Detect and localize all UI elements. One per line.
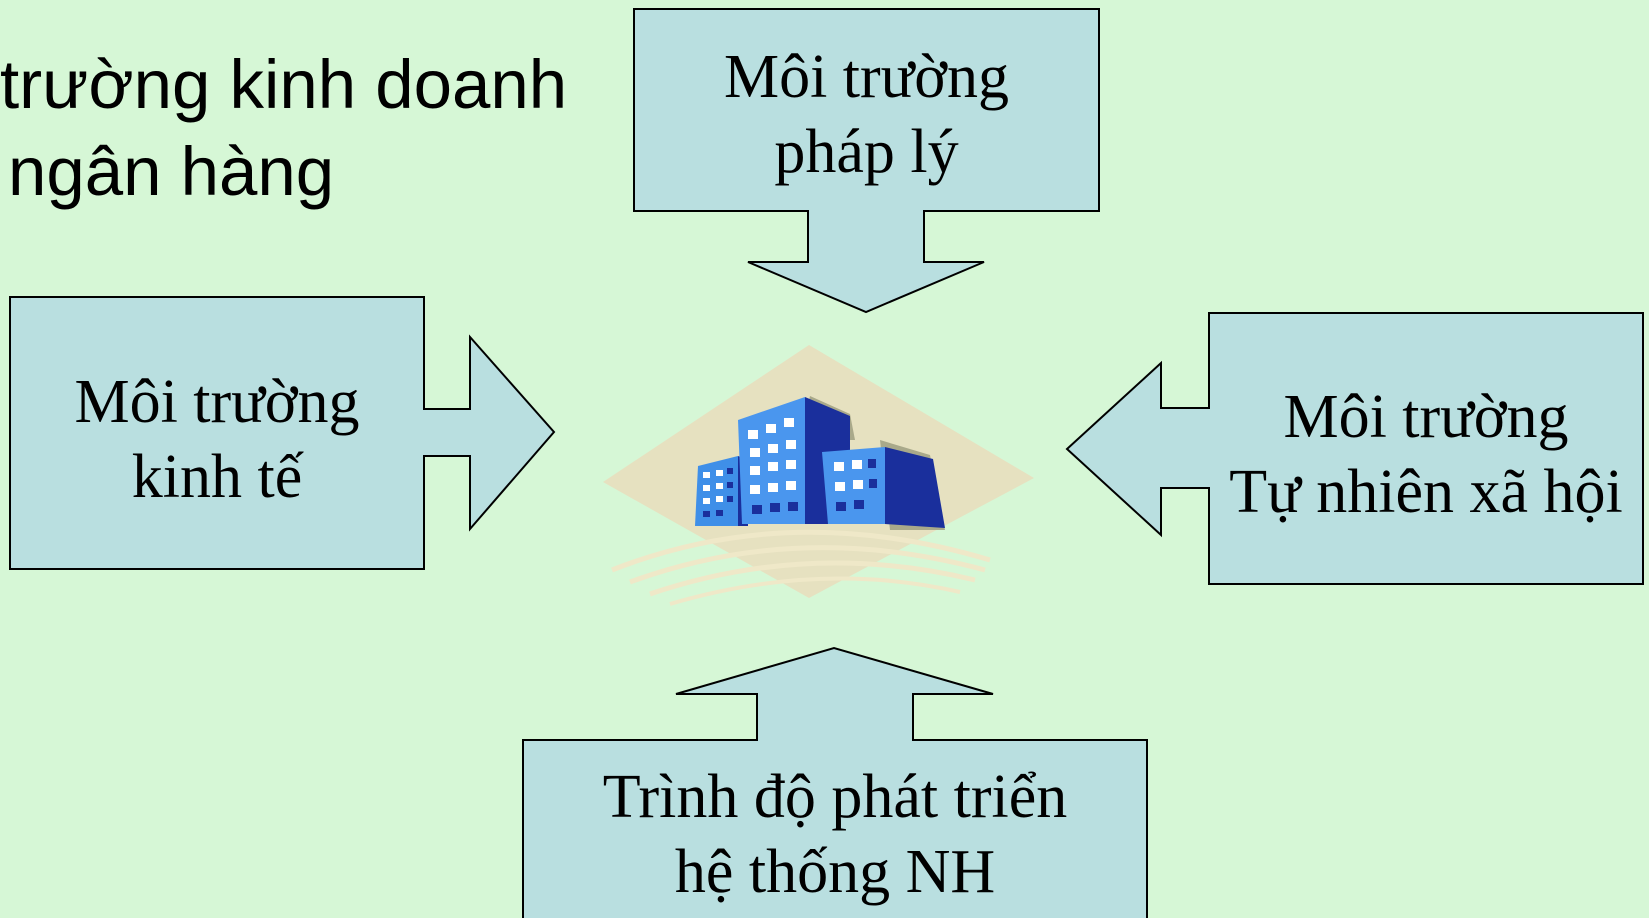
callout-right-line-1: Môi trường <box>1283 383 1569 451</box>
callout-top-label: Môi trường pháp lý <box>634 40 1099 190</box>
callout-right-line-2: Tự nhiên xã hội <box>1229 458 1623 526</box>
callout-bottom-label: Trình độ phát triển hệ thống NH <box>523 760 1147 910</box>
callout-left-line-1: Môi trường <box>74 368 360 436</box>
callout-left-line-2: kinh tế <box>131 443 303 511</box>
slide-title-line-1: trường kinh doanh <box>0 46 568 123</box>
bank-buildings-icon <box>603 345 1034 606</box>
callout-top-line-2: pháp lý <box>774 118 959 186</box>
callout-right-shape <box>1065 312 1644 585</box>
callout-bottom-line-1: Trình độ phát triển <box>602 763 1068 831</box>
callout-top-shape <box>633 8 1100 314</box>
callout-left-shape <box>9 296 556 570</box>
callout-left-label: Môi trường kinh tế <box>10 365 424 515</box>
slide-title-line-2: ngân hàng <box>8 133 335 210</box>
callout-bottom-line-2: hệ thống NH <box>674 838 996 906</box>
callout-right-label: Môi trường Tự nhiên xã hội <box>1209 380 1643 530</box>
callout-top-line-1: Môi trường <box>723 43 1010 111</box>
callout-bottom-shape <box>522 646 1148 918</box>
